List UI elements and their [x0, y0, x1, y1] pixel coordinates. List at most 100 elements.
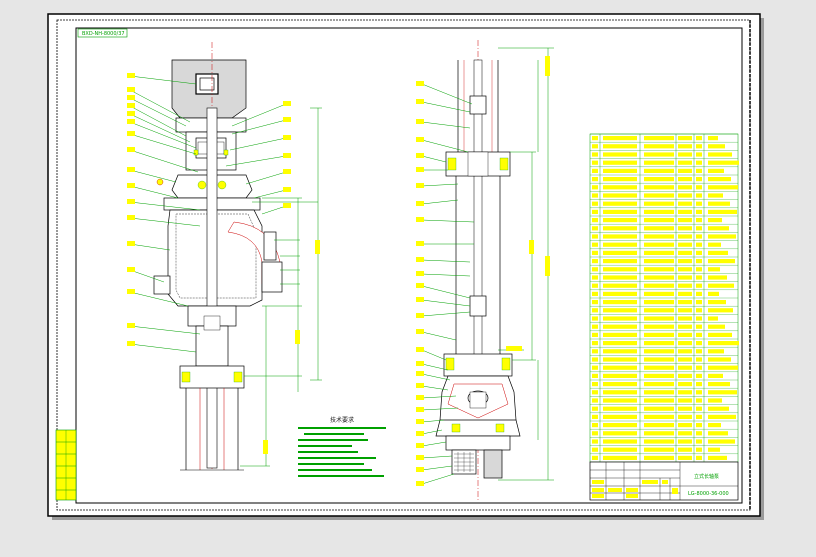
bom-cell — [678, 455, 692, 460]
bom-cell — [678, 185, 692, 190]
bom-cell — [592, 259, 598, 264]
bom-cell — [603, 357, 637, 362]
bom-cell — [678, 365, 692, 370]
bom-cell — [644, 423, 674, 428]
bom-cell — [678, 209, 692, 214]
bom-cell — [696, 259, 702, 264]
bom-cell — [592, 373, 598, 378]
bom-cell — [708, 267, 720, 272]
left-leaders — [129, 75, 318, 353]
bom-cell — [592, 308, 598, 313]
bom-cell — [678, 316, 692, 321]
bom-cell — [603, 365, 637, 370]
bom-cell — [644, 185, 674, 190]
bom-cell — [592, 209, 598, 214]
bom-cell — [603, 308, 637, 313]
bom-cell — [603, 341, 637, 346]
bom-cell — [603, 226, 637, 231]
bom-cell — [644, 332, 674, 337]
bom-cell — [708, 390, 737, 395]
bom-cell — [708, 414, 736, 419]
bom-cell — [696, 283, 702, 288]
bom-cell — [603, 177, 637, 182]
bom-cell — [708, 357, 731, 362]
bom-cell — [678, 218, 692, 223]
bom-cell — [603, 185, 637, 190]
bom-cell — [696, 291, 702, 296]
bom-cell — [644, 275, 674, 280]
bom-cell — [644, 431, 674, 436]
bom-cell — [644, 324, 674, 329]
bom-cell — [708, 431, 728, 436]
title-block-name: 立式长轴泵 — [694, 473, 719, 480]
bom-cell — [603, 209, 637, 214]
bom-cell — [592, 291, 598, 296]
bom-cell — [708, 455, 727, 460]
bom-cell — [603, 398, 637, 403]
bom-cell — [678, 439, 692, 444]
bom-cell — [592, 275, 598, 280]
bom-cell — [592, 177, 598, 182]
bom-cell — [603, 168, 637, 173]
bom-cell — [644, 349, 674, 354]
bom-cell — [644, 414, 674, 419]
bom-cell — [644, 439, 674, 444]
left-balloons — [127, 73, 320, 454]
bom-cell — [644, 316, 674, 321]
bom-cell — [678, 234, 692, 239]
bom-cell — [696, 324, 702, 329]
bom-cell — [603, 193, 637, 198]
bom-cell — [592, 332, 598, 337]
bom-cell — [678, 357, 692, 362]
bom-cell — [592, 423, 598, 428]
bom-cell — [644, 267, 674, 272]
bom-cell — [644, 447, 674, 452]
bom-cell — [644, 250, 674, 255]
bom-cell — [678, 308, 692, 313]
bom-cell — [603, 406, 637, 411]
bom-cell — [678, 423, 692, 428]
bom-cell — [696, 193, 702, 198]
bom-cell — [708, 250, 728, 255]
bom-cell — [708, 406, 729, 411]
right-leaders — [421, 83, 524, 485]
bom-cell — [696, 144, 702, 149]
bom-cell — [708, 185, 738, 190]
bom-cell — [603, 144, 637, 149]
code-box-text: BXD-NH-8000/37 — [82, 31, 125, 37]
bom-cell — [603, 218, 637, 223]
bom-cell — [708, 324, 725, 329]
bom-cell — [678, 152, 692, 157]
bom-cell — [644, 455, 674, 460]
bom-cell — [708, 291, 719, 296]
bom-cell — [592, 250, 598, 255]
bom-cell — [708, 447, 720, 452]
bom-cell — [592, 357, 598, 362]
bom-cell — [644, 177, 674, 182]
bom-cell — [644, 218, 674, 223]
bom-rows — [590, 133, 739, 460]
bom-cell — [603, 414, 637, 419]
bom-cell — [592, 144, 598, 149]
bom-cell — [644, 308, 674, 313]
bom-cell — [592, 218, 598, 223]
bom-cell — [678, 267, 692, 272]
bom-cell — [696, 390, 702, 395]
bom-cell — [696, 341, 702, 346]
bom-cell — [603, 382, 637, 387]
bom-cell — [696, 185, 702, 190]
bom-cell — [696, 226, 702, 231]
bom-cell — [696, 242, 702, 247]
bom-cell — [603, 300, 637, 305]
bom-cell — [678, 201, 692, 206]
bom-cell — [708, 316, 718, 321]
bom-cell — [592, 168, 598, 173]
bom-cell — [696, 431, 702, 436]
bom-cell — [592, 324, 598, 329]
bom-table — [589, 133, 739, 463]
bom-cell — [678, 275, 692, 280]
bom-cell — [644, 259, 674, 264]
bom-cell — [708, 136, 718, 141]
right-balloons — [416, 56, 550, 486]
